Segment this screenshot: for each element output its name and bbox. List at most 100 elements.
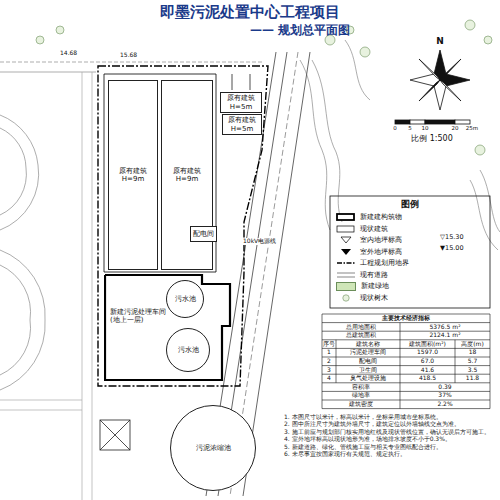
- legend-swatch: [336, 282, 356, 291]
- legend-row: 现有道路: [336, 270, 388, 280]
- node-text: 污水池: [175, 295, 196, 303]
- table-cell: 配电间: [359, 358, 377, 365]
- table-cell: 3: [327, 367, 331, 374]
- node-text: H=5m: [230, 103, 252, 111]
- substation-box: 配电间: [190, 226, 217, 242]
- legend-sample: [336, 294, 356, 302]
- node-text: 原有建筑: [227, 94, 255, 102]
- node-text: 配电间: [193, 230, 214, 238]
- table-cell: 绿地率: [352, 392, 370, 399]
- elevation: 15.68: [120, 52, 137, 59]
- tank-circle: 污水池: [166, 328, 210, 372]
- elevation-sample: ▽15.30: [440, 234, 464, 241]
- site-boundary: [98, 66, 268, 386]
- node-text: (地上一层): [110, 316, 166, 324]
- legend-sample: [336, 248, 356, 256]
- note-line: 1. 本图尺寸以米计，标高以米计，坐标采用城市坐标系统。: [284, 413, 492, 421]
- table-cell: 4: [327, 375, 331, 382]
- note-line: 4. 室外地坪标高以现状地形为准，场地排水坡度不小于0.3%。: [284, 435, 492, 443]
- table-cell: 2124.1 m²: [429, 332, 460, 339]
- trees: [36, 20, 492, 155]
- note-line: 2. 图中所注尺寸为建筑外墙尺寸，建筑定位以外墙轴线交点为准。: [284, 420, 492, 428]
- legend-row: 室外地坪标高: [336, 247, 402, 257]
- title: 即墨污泥处置中心工程项目: [160, 4, 340, 21]
- table-cell: 1597.0: [417, 349, 438, 356]
- scale-bar: [395, 120, 470, 124]
- elevation: 14.68: [60, 50, 77, 57]
- table-cell: 18: [469, 349, 477, 356]
- north-letter: N: [436, 36, 444, 46]
- legend-sample: [336, 271, 356, 279]
- north-arrow: [410, 50, 470, 110]
- table-cell: 67.0: [421, 358, 434, 365]
- legend-text: 现状建筑: [360, 224, 388, 234]
- legend-text: 新建绿地: [361, 281, 389, 291]
- legend-text: 室外地坪标高: [360, 247, 402, 257]
- legend-row: 现状建筑: [336, 224, 388, 234]
- legend-row: 现状树木: [336, 293, 388, 303]
- table-cell: 2.2%: [437, 401, 452, 408]
- legend-row: 新建绿地: [336, 281, 389, 291]
- legend-row: 新建建构筑物: [336, 212, 402, 222]
- node-text: 原有建筑: [173, 167, 201, 175]
- scale-tick: 5: [408, 125, 412, 131]
- notes-block: 1. 本图尺寸以米计，标高以米计，坐标采用城市坐标系统。2. 图中所注尺寸为建筑…: [284, 413, 492, 458]
- legend-sample: [336, 225, 356, 233]
- legend-sample: [336, 259, 356, 267]
- table-cell: 总建筑面积: [346, 332, 376, 339]
- tank-circle: 污水池: [166, 280, 204, 318]
- legend-sample: [336, 213, 356, 221]
- table-cell: 卫生间: [359, 367, 377, 374]
- note-line: 6. 未尽事宜按国家现行有关规范、规定执行。: [284, 450, 492, 458]
- table-cell: 3.5: [468, 367, 478, 374]
- scale-tick: 25m: [466, 125, 478, 131]
- scale-text: 比例 1:500: [411, 134, 453, 143]
- table-cell: 建筑面积(m²): [409, 341, 446, 348]
- terrain: [0, 40, 500, 500]
- table-cell: 41.6: [421, 367, 434, 374]
- note-line: 5. 新建道路、绿化、管线施工应与相关专业图纸配合进行。: [284, 443, 492, 451]
- thickener-circle: 污泥浓缩池: [170, 405, 256, 491]
- legend-text: 现有道路: [360, 270, 388, 280]
- table-cell: 5.7: [468, 358, 478, 365]
- legend-row: 室内地坪标高: [336, 235, 402, 245]
- table-cell: 建筑名称: [356, 341, 380, 348]
- table-cell: 0.39: [438, 384, 451, 391]
- table-cell: 污泥处理车间: [350, 349, 386, 356]
- node-text: 污水池: [178, 346, 199, 354]
- table-cell: 总用地面积: [346, 324, 376, 331]
- legend-text: 工程规划用地界: [360, 258, 409, 268]
- power-line-label: 10kV电源线: [242, 238, 277, 245]
- table-cell: 容积率: [352, 384, 370, 391]
- elevation-sample: ▼15.00: [440, 245, 464, 252]
- existing-building: 原有建筑H=5m: [222, 114, 262, 135]
- scale-tick: 0: [393, 125, 397, 131]
- node-text: 原有建筑: [228, 116, 256, 124]
- table-cell: 高度(m): [461, 341, 484, 348]
- table-cell: 11.8: [466, 375, 479, 382]
- node-text: 原有建筑: [119, 167, 147, 175]
- node-text: 污泥浓缩池: [196, 444, 231, 452]
- legend-text: 室内地坪标高: [360, 235, 402, 245]
- table-cell: 臭气处理设施: [350, 375, 386, 382]
- table-cell: 序号: [323, 341, 335, 348]
- table-cell: 主要技术经济指标: [382, 315, 430, 322]
- legend-frame: [330, 196, 490, 308]
- node-text: H=9m: [122, 175, 144, 183]
- table-cell: 建筑密度: [349, 401, 373, 408]
- table-cell: 1: [327, 349, 331, 356]
- legend-row: 工程规划用地界: [336, 258, 409, 268]
- table-cell: 2: [327, 358, 331, 365]
- legend-text: 现状树木: [360, 293, 388, 303]
- legend-title: 图例: [401, 199, 419, 209]
- legend-sample: [336, 236, 356, 244]
- node-text: H=5m: [231, 125, 253, 133]
- workshop-outline-path: [105, 275, 230, 380]
- existing-building: 原有建筑H=9m: [108, 80, 158, 270]
- existing-building: 原有建筑H=5m: [220, 92, 262, 113]
- node-text: H=9m: [176, 175, 198, 183]
- table-cell: 5376.5 m²: [429, 324, 460, 331]
- table-cell: 37%: [438, 392, 451, 399]
- new-workshop: 新建污泥处理车间(地上一层)污水池污水池: [104, 274, 232, 382]
- scale-tick: 10: [422, 125, 429, 131]
